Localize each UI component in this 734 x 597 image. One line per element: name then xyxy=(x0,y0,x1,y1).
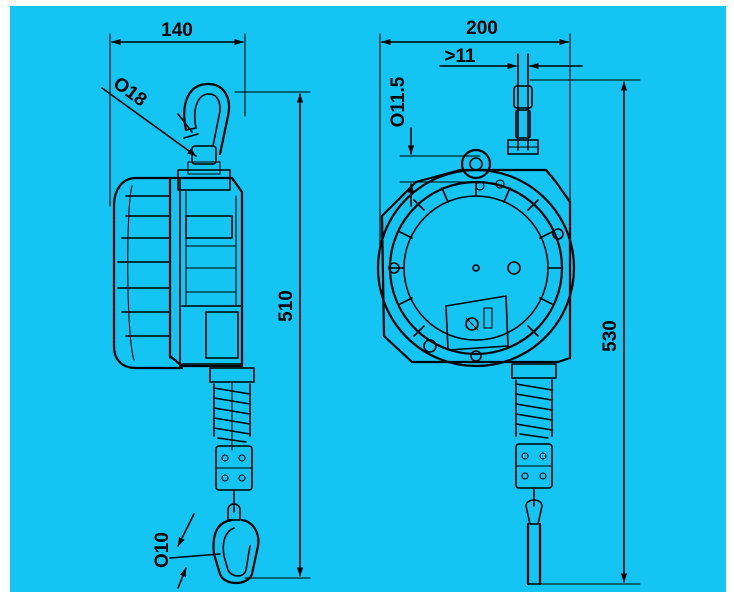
side-body xyxy=(112,169,244,370)
technical-drawing-canvas: 140 O18 510 O10 200 >11 O11.5 530 xyxy=(10,6,726,592)
side-width-dimension xyxy=(109,33,246,207)
front-height-label: 530 xyxy=(600,320,621,352)
hook-diameter-leader xyxy=(101,87,197,157)
balancer-dimension-drawing: 140 O18 510 O10 200 >11 O11.5 530 xyxy=(10,6,726,592)
cable-offset-label: >11 xyxy=(444,46,476,67)
side-snap-clip xyxy=(212,518,260,585)
front-top-hook xyxy=(507,53,539,155)
drawing-background xyxy=(10,6,726,592)
clip-diameter-dimension xyxy=(169,513,221,589)
eye-diameter-label: O11.5 xyxy=(388,76,409,127)
side-spring xyxy=(209,367,255,451)
front-snap-clip xyxy=(525,499,543,586)
front-housing xyxy=(376,148,576,368)
side-width-label: 140 xyxy=(161,20,193,41)
clip-diameter-label: O10 xyxy=(152,532,173,568)
front-height-dimension xyxy=(529,79,641,585)
side-view xyxy=(101,33,311,589)
side-height-label: 510 xyxy=(276,290,297,322)
side-hook xyxy=(177,82,231,175)
front-width-label: 200 xyxy=(466,18,498,39)
front-stopper xyxy=(515,443,553,507)
front-spring xyxy=(511,363,557,439)
front-view xyxy=(376,33,641,586)
side-stopper xyxy=(215,445,253,521)
side-height-dimension xyxy=(234,91,311,579)
